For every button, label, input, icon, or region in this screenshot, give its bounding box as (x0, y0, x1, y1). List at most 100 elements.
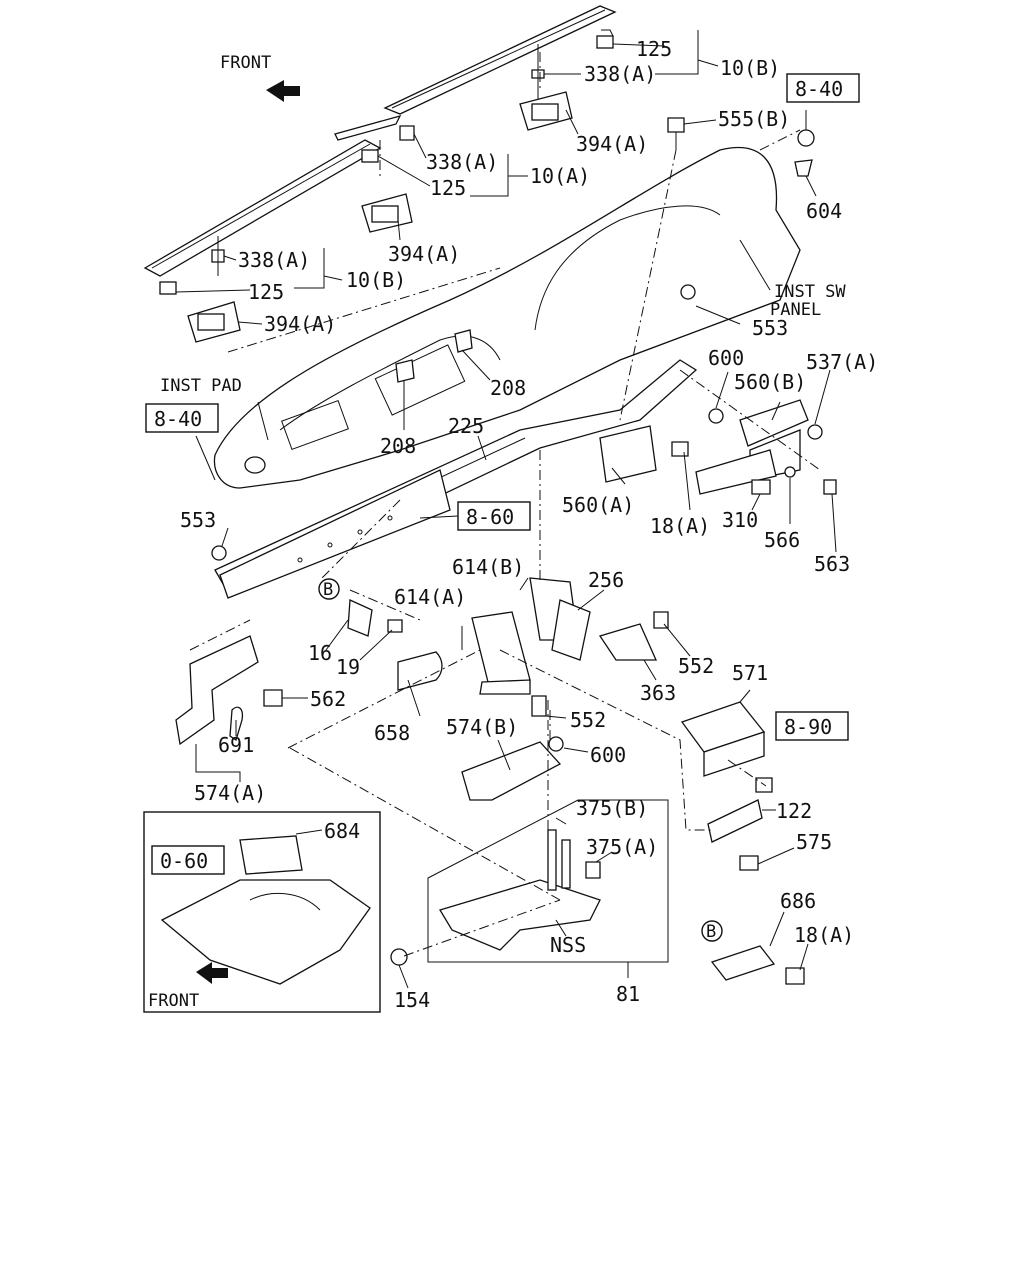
nut-553-left (211, 545, 227, 561)
bracket-574a (175, 635, 259, 746)
label-658: 658 (374, 721, 410, 745)
bracket-686 (710, 945, 776, 981)
svg-text:8-40: 8-40 (795, 77, 843, 101)
label-394a-mid: 394(A) (388, 242, 460, 266)
label-125-top: 125 (636, 37, 672, 61)
label-338a-mid: 338(A) (426, 150, 498, 174)
bolt-562 (263, 689, 283, 707)
label-122: 122 (776, 799, 812, 823)
label-562: 562 (310, 687, 346, 711)
cross-beam-225 (214, 359, 698, 599)
clip-125-low (159, 281, 177, 295)
label-555b: 555(B) (718, 107, 790, 131)
bolt-310 (751, 479, 771, 495)
label-552-mid: 552 (570, 708, 606, 732)
label-614a: 614(A) (394, 585, 466, 609)
bracket-394a-top (519, 91, 573, 131)
label-560b: 560(B) (734, 370, 806, 394)
label-338a-low: 338(A) (238, 248, 310, 272)
cover-658 (397, 651, 443, 691)
inst-sw-panel-label-2: PANEL (770, 300, 821, 320)
label-600-mid: 600 (590, 743, 626, 767)
label-566: 566 (764, 528, 800, 552)
label-553-top: 553 (752, 316, 788, 340)
label-563: 563 (814, 552, 850, 576)
label-310: 310 (722, 508, 758, 532)
ref-box-0-60: 0-60 (151, 845, 225, 875)
screw-338a-mid (399, 125, 415, 141)
bracket-574b (461, 741, 562, 801)
label-10a: 10(A) (530, 164, 590, 188)
leader-lines (175, 30, 837, 989)
inst-pad-label: INST PAD (160, 376, 242, 396)
bolt-18a-low (785, 967, 805, 985)
label-560a: 560(A) (562, 493, 634, 517)
svg-text:8-90: 8-90 (784, 715, 832, 739)
clip-208-b (395, 359, 415, 383)
label-537a: 537(A) (806, 350, 878, 374)
clip-563 (823, 479, 837, 495)
nut-600-mid (548, 736, 564, 752)
label-10b-top: 10(B) (720, 56, 780, 80)
label-125-mid: 125 (430, 176, 466, 200)
label-604: 604 (806, 199, 842, 223)
label-571: 571 (732, 661, 768, 685)
clip-125-mid (361, 149, 379, 163)
bolt-19 (387, 619, 403, 633)
svg-text:8-60: 8-60 (466, 505, 514, 529)
label-81: 81 (616, 982, 640, 1006)
defroster-grille-upper (334, 5, 617, 141)
label-375a: 375(A) (586, 835, 658, 859)
inset-floor-panel (143, 811, 381, 1013)
callout-b-686: B (701, 920, 723, 942)
label-363: 363 (640, 681, 676, 705)
screw-338a-low (211, 236, 225, 276)
label-684: 684 (324, 819, 360, 843)
svg-text:0-60: 0-60 (160, 849, 208, 873)
bolt-552-mid (531, 695, 547, 717)
bolt-575 (739, 855, 759, 871)
inst-sw-panel-label-1: INST SW (774, 282, 846, 302)
label-154: 154 (394, 988, 430, 1012)
bracket-16 (347, 599, 373, 637)
label-18a-low: 18(A) (794, 923, 854, 947)
label-394a-low: 394(A) (264, 312, 336, 336)
svg-text:B: B (323, 580, 333, 600)
clip-125-top (596, 29, 614, 49)
label-600-top: 600 (708, 346, 744, 370)
svg-text:8-40: 8-40 (154, 407, 202, 431)
label-19: 19 (336, 655, 360, 679)
ref-box-8-60: 8-60 (457, 501, 531, 531)
svg-text:B: B (706, 922, 716, 942)
ref-box-8-90: 8-90 (775, 711, 849, 741)
front-arrow-inset-icon (196, 962, 228, 984)
front-label-inset: FRONT (148, 991, 199, 1011)
bracket-363 (598, 623, 658, 661)
label-553-left: 553 (180, 508, 216, 532)
bracket-560a (599, 425, 657, 483)
label-691: 691 (218, 733, 254, 757)
label-225: 225 (448, 414, 484, 438)
label-574b: 574(B) (446, 715, 518, 739)
nut-553-top (680, 284, 696, 300)
group-box-81 (427, 799, 669, 963)
label-338a-top: 338(A) (584, 62, 656, 86)
label-125-low: 125 (248, 280, 284, 304)
label-575: 575 (796, 830, 832, 854)
label-686: 686 (780, 889, 816, 913)
ref-box-8-40-top: 8-40 (786, 73, 860, 103)
bracket-614a (471, 611, 531, 695)
ref-box-8-40-left: 8-40 (145, 403, 219, 433)
part-labels: INST PAD INST SW PANEL NSS FRONT 125 338… (148, 37, 878, 1012)
bracket-394a-low (187, 301, 241, 343)
label-375b: 375(B) (576, 796, 648, 820)
bin-571 (680, 701, 766, 777)
label-18a-mid: 18(A) (650, 514, 710, 538)
label-552-right: 552 (678, 654, 714, 678)
callout-b-beam: B (318, 578, 340, 600)
label-10b-low: 10(B) (346, 268, 406, 292)
label-256: 256 (588, 568, 624, 592)
clip-208-a (454, 329, 473, 353)
label-614b: 614(B) (452, 555, 524, 579)
